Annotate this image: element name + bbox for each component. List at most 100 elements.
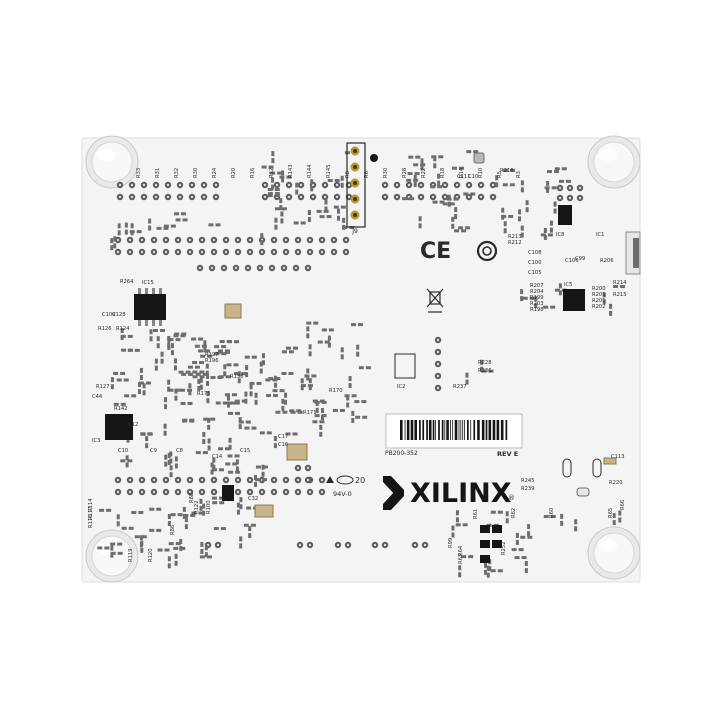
standoff-bottom-right (587, 526, 641, 580)
silk-label: R237 (453, 384, 467, 390)
silk-label: C15 (240, 448, 250, 454)
silk-label: R213 (508, 234, 522, 240)
header-label: J9 (351, 228, 358, 235)
silk-label: R30 (383, 168, 389, 178)
silk-label: R6 (364, 171, 370, 178)
silk-label: C99 (575, 256, 585, 262)
silk-label: R64 (458, 545, 464, 556)
barcode-sticker: REV E (385, 413, 523, 458)
led (370, 154, 378, 162)
silk-label: C9 (150, 448, 157, 454)
silk-label: R116 (88, 514, 94, 528)
silk-label: R126 (98, 326, 112, 332)
xilinx-logo: XILINX ® (383, 476, 515, 510)
silk-label: C14 (212, 454, 223, 460)
weee-icon (426, 288, 444, 313)
standoff-top-left (85, 135, 139, 189)
capacitor-c20 (224, 303, 242, 319)
silk-label: R142 (114, 406, 128, 412)
silk-label: R12 (269, 168, 275, 178)
ground-symbol (476, 240, 498, 262)
ic8-chip (558, 205, 572, 225)
silk-label: IC1 (596, 232, 604, 238)
brand-name: XILINX (410, 478, 512, 509)
silk-label: C16 (278, 442, 288, 448)
transistor-q1 (480, 525, 490, 533)
silk-label: R22 (421, 168, 427, 178)
silk-label: C32 (248, 496, 258, 502)
silk-label: R88 (189, 493, 195, 503)
silk-label: R245 (521, 478, 535, 484)
silk-label: R175 (197, 391, 211, 397)
silk-label: R264 (120, 279, 134, 285)
silk-label: R205 (592, 298, 606, 304)
silk-label: IC3 (92, 438, 100, 444)
silk-label: R204 (530, 289, 544, 295)
silk-label: R60 (549, 508, 555, 518)
silk-label: R203 (530, 301, 544, 307)
silk-label: R202 (592, 304, 606, 310)
silk-label: R8 (345, 171, 351, 178)
silk-label: R122 (194, 500, 200, 514)
silk-label: C8 (176, 448, 183, 454)
silk-label: C100 (528, 260, 542, 266)
silk-label: R24 (212, 167, 218, 178)
silk-label: R66 (620, 500, 626, 510)
smd-pads (97, 150, 626, 578)
silk-label: R228 (478, 360, 492, 366)
silk-label: R14 (459, 167, 465, 178)
silk-label: R198 (530, 307, 544, 313)
silk-label: C17 (278, 434, 288, 440)
silk-label: R30 (193, 168, 199, 178)
silk-label: C111 (457, 174, 471, 180)
silk-label: R216 (500, 168, 514, 174)
ic2-chip (394, 353, 416, 379)
silk-label: R32 (174, 168, 180, 178)
silk-label: R197 (205, 352, 219, 358)
capacitor-c10 (286, 443, 308, 461)
silk-label: R239 (521, 486, 535, 492)
silk-label: R170 (329, 388, 343, 394)
ic5-chip (563, 289, 585, 311)
silk-label: IC8 (556, 232, 564, 238)
silk-label: R117 (88, 506, 94, 520)
pin-header-j9: J9 (346, 142, 366, 235)
silk-label: R138 (230, 374, 244, 380)
small-chip-bottom (222, 485, 234, 501)
silk-label: IC5 (564, 282, 572, 288)
silk-label: R31 (155, 168, 161, 178)
flammability-rating: 94V-0 (333, 490, 352, 498)
silk-label: R5 (497, 171, 503, 178)
silk-label: R220 (609, 480, 623, 486)
silk-label: R99 (448, 538, 454, 548)
silk-label: R201 (592, 292, 606, 298)
crystal (473, 152, 485, 164)
silk-label: R119 (128, 548, 134, 562)
silk-label: R143 (288, 164, 294, 178)
usb-connector (625, 231, 641, 275)
silk-label: C128 (112, 312, 126, 318)
silk-label: IC15 (142, 280, 154, 286)
silk-label: R236 (478, 368, 492, 374)
silk-label: C113 (611, 454, 625, 460)
silk-label: IC2 (397, 384, 405, 390)
silk-label: R28 (402, 168, 408, 178)
standoff-top-right (587, 135, 641, 189)
silk-label: R207 (530, 283, 544, 289)
pad-c113 (603, 457, 617, 465)
silk-label: C106 (565, 258, 579, 264)
silk-label: R171 (303, 410, 317, 416)
silk-label: C10 (118, 448, 128, 454)
silk-label: R196 (205, 358, 219, 364)
transistor-q4 (492, 525, 502, 533)
capacitor-c32 (254, 504, 274, 518)
rohs-mark: 20 (326, 475, 365, 485)
silk-label: R62 (511, 508, 517, 518)
silk-label: R3 (516, 171, 522, 178)
silk-label: C105 (528, 270, 542, 276)
silk-label: R18 (440, 168, 446, 178)
brand-registered: ® (508, 494, 515, 502)
